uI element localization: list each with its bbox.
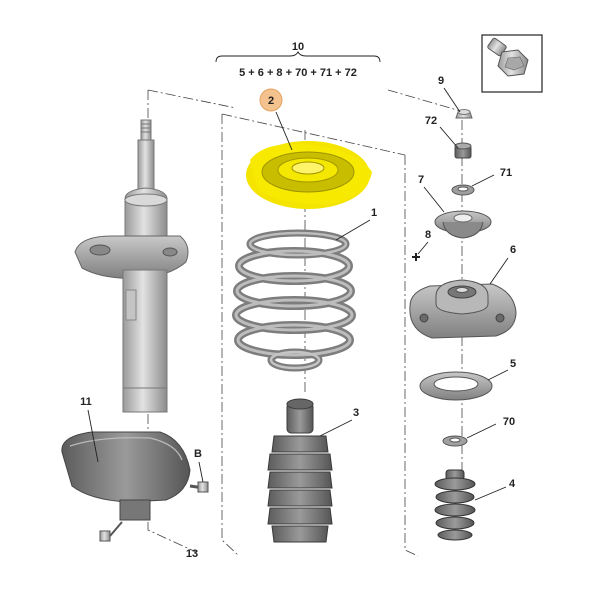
callout-1: 1 xyxy=(335,207,377,241)
callout-7: 7 xyxy=(418,174,445,213)
shock-absorber xyxy=(74,119,189,413)
part-3-dust-boot xyxy=(267,398,333,543)
callout-72-label: 72 xyxy=(425,115,437,127)
callout-2: 2 xyxy=(259,88,293,151)
callout-b-label: B xyxy=(194,448,202,460)
bolt-icon xyxy=(487,37,529,77)
callout-70-label: 70 xyxy=(503,416,515,428)
assembly-brace xyxy=(215,50,381,63)
callout-70: 70 xyxy=(466,416,515,439)
callout-6-label: 6 xyxy=(510,244,516,256)
callout-b: B xyxy=(194,448,204,483)
callout-1-label: 1 xyxy=(371,207,377,219)
part-11-lower-cup xyxy=(61,431,205,521)
callout-6: 6 xyxy=(489,244,516,285)
part-72-nut xyxy=(454,142,472,159)
callout-3: 3 xyxy=(319,407,359,437)
bolt-b xyxy=(197,481,209,493)
callout-9-label: 9 xyxy=(438,75,444,87)
part-5-bearing xyxy=(419,371,493,401)
callout-4-label: 4 xyxy=(509,478,516,490)
part-6-top-mount xyxy=(409,279,517,339)
part-70-washer xyxy=(442,435,468,447)
part-1-coil-spring xyxy=(232,229,356,372)
callout-13-label: 13 xyxy=(186,548,198,560)
callout-7-label: 7 xyxy=(418,174,424,186)
callout-5: 5 xyxy=(487,358,516,381)
callout-5-label: 5 xyxy=(510,358,516,370)
callout-8: 8 xyxy=(417,229,431,255)
callout-72: 72 xyxy=(425,115,459,149)
part-8-cross-marker xyxy=(412,253,420,261)
assembly-header: 10 5 + 6 + 8 + 70 + 71 + 72 xyxy=(215,41,381,79)
part-4-bump-stop xyxy=(434,469,476,541)
callout-11-label: 11 xyxy=(80,396,92,408)
assembly-formula: 5 + 6 + 8 + 70 + 71 + 72 xyxy=(239,67,357,79)
callout-11: 11 xyxy=(80,396,99,463)
callout-8-label: 8 xyxy=(425,229,431,241)
part-7-cup xyxy=(434,210,492,239)
bolt-inset xyxy=(481,34,543,93)
callout-9: 9 xyxy=(438,75,461,113)
callout-3-label: 3 xyxy=(353,407,359,419)
part-9-nut xyxy=(455,109,473,119)
callout-2-label: 2 xyxy=(268,95,274,107)
callout-4: 4 xyxy=(474,478,516,501)
bolt-13 xyxy=(99,521,123,542)
callout-71: 71 xyxy=(471,167,512,187)
callout-71-label: 71 xyxy=(500,167,512,179)
part-71-washer xyxy=(451,184,475,196)
callout-13: 13 xyxy=(186,548,198,560)
assembly-number: 10 xyxy=(292,41,304,53)
part-2-spring-seat-highlighted xyxy=(246,141,372,209)
